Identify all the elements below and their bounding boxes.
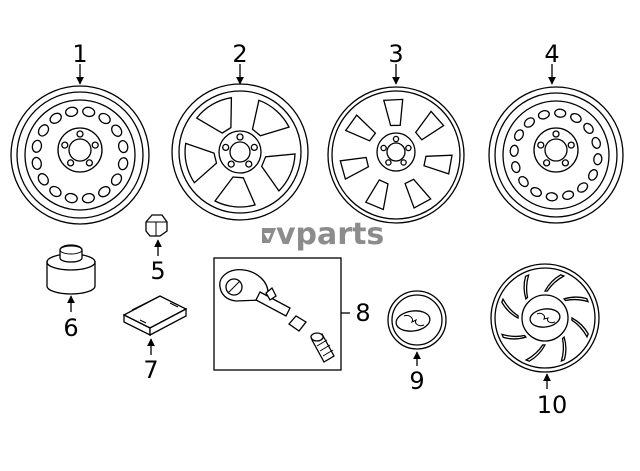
lug-hole (561, 159, 570, 167)
vent-hole (64, 106, 79, 118)
vent-hole (37, 124, 50, 137)
cover-vane (524, 344, 547, 362)
hyundai-emblem-icon (395, 310, 431, 332)
vent-hole (570, 112, 582, 124)
vent-hole (49, 185, 62, 198)
lug-hole (380, 144, 387, 152)
lug-hole (567, 141, 575, 149)
vent-hole (37, 173, 49, 186)
cover-slot (423, 154, 453, 175)
hyundai-emblem-icon (529, 308, 561, 328)
lug-hole (385, 159, 392, 166)
lug-hole (85, 159, 94, 167)
spoke-window (195, 96, 233, 134)
lug-hole (392, 135, 400, 143)
wheel-cover-part-3[interactable] (327, 86, 465, 224)
cover-vane (560, 335, 567, 363)
lug-hole (245, 160, 253, 168)
vent-hole (117, 157, 129, 171)
wheel-cover-part-10[interactable] (490, 263, 600, 373)
vent-hole (511, 161, 521, 174)
tpms-sensor-kit-part-8[interactable] (213, 257, 342, 371)
vent-hole (530, 186, 542, 198)
vent-hole (111, 124, 123, 137)
sensor-kit-frame (213, 257, 342, 371)
lug-hole (61, 141, 69, 149)
spoke-window (251, 99, 290, 137)
vent-hole (513, 129, 525, 141)
callout-2: 2 (232, 40, 247, 68)
lug-hole (405, 144, 412, 152)
callout-3: 3 (388, 40, 403, 68)
lug-hole (66, 159, 75, 167)
vent-hole (110, 173, 123, 186)
watermark-text: vparts (276, 217, 384, 252)
cover-slot (404, 178, 432, 209)
vent-hole (554, 108, 567, 118)
vent-hole (509, 144, 519, 157)
vent-hole (523, 117, 536, 128)
callout-8: 8 (355, 299, 370, 327)
cover-slot (364, 179, 389, 211)
vent-hole (583, 122, 594, 135)
cover-vane (501, 297, 519, 320)
vent-hole (98, 112, 111, 125)
vparts-logo: vparts (262, 217, 384, 252)
cover-vane (543, 274, 566, 292)
cover-vane (500, 333, 528, 340)
vent-hole (49, 112, 62, 124)
cover-vane (571, 316, 589, 339)
callout-5: 5 (150, 257, 165, 285)
callout-1: 1 (72, 40, 87, 68)
callout-4: 4 (544, 40, 559, 68)
lug-hole (76, 130, 84, 138)
lug-hole (537, 141, 545, 149)
lug-hole (91, 141, 99, 149)
vent-hole (593, 153, 603, 166)
center-cap-part-9[interactable] (387, 290, 447, 350)
lug-nut-part-5[interactable] (145, 214, 168, 237)
vent-hole (537, 110, 550, 120)
lug-hole (542, 159, 551, 167)
lug-hole (236, 133, 244, 141)
callout-9: 9 (409, 367, 424, 395)
cover-vane (562, 296, 590, 303)
vent-hole (31, 156, 43, 171)
callout-10: 10 (537, 391, 568, 419)
cover-slot (339, 156, 370, 181)
lug-hole (552, 130, 560, 138)
alloy-wheel-part-2[interactable] (171, 83, 309, 221)
spoke-window (260, 153, 296, 192)
vent-hole (64, 192, 78, 204)
steel-wheel-part-1[interactable] (10, 85, 150, 225)
steel-wheel-part-4[interactable] (488, 86, 624, 224)
cover-slot (344, 114, 377, 142)
lug-hole (227, 160, 235, 168)
vent-hole (117, 139, 129, 154)
vent-hole (576, 182, 589, 193)
callout-6: 6 (63, 314, 78, 342)
vent-hole (98, 186, 111, 198)
cover-slot (414, 110, 445, 141)
vent-hole (518, 175, 529, 188)
cover-slot (382, 98, 404, 127)
spoke-window (214, 176, 256, 208)
spoke-window (184, 142, 218, 184)
wheel-lock-part-6[interactable] (46, 244, 96, 295)
vent-hole (591, 136, 601, 149)
lug-hole (222, 143, 230, 152)
lug-hole (400, 159, 407, 166)
tpms-module-part-7[interactable] (122, 295, 188, 337)
vent-hole (31, 139, 43, 153)
vent-hole (587, 169, 599, 181)
vent-hole (81, 192, 96, 204)
callout-7: 7 (143, 356, 158, 384)
lug-hole (250, 143, 258, 152)
vent-hole (82, 106, 96, 118)
cover-vane (523, 273, 530, 301)
vent-hole (562, 190, 575, 200)
vent-hole (545, 192, 558, 202)
